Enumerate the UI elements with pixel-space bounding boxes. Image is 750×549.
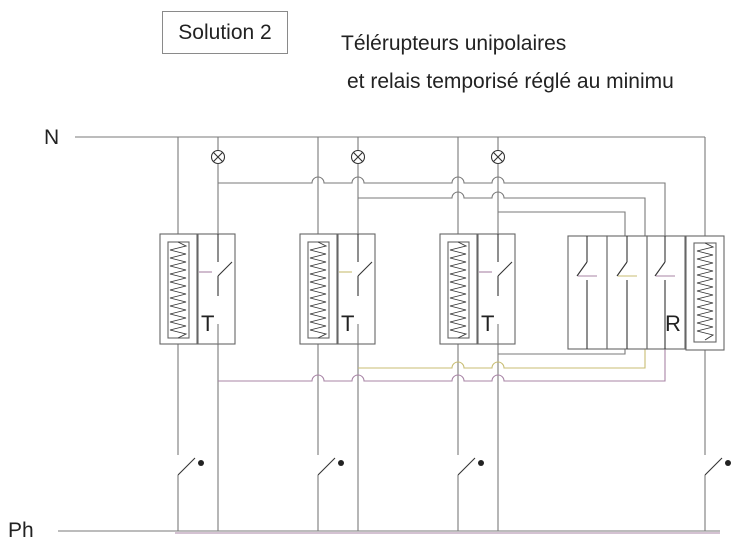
neutral-label: N xyxy=(44,126,59,149)
relay-contact xyxy=(197,233,236,345)
relay-label: T xyxy=(201,311,214,336)
relay-label: R xyxy=(665,311,681,336)
relay-coil xyxy=(439,233,478,345)
lamp-branches xyxy=(217,137,499,234)
pushbutton-icon xyxy=(704,457,731,476)
relay-contact xyxy=(337,233,376,345)
lower-wires xyxy=(218,349,666,382)
relay-contact xyxy=(477,233,516,345)
pushbutton-icon xyxy=(317,457,344,476)
diagram-subtitle: et relais temporisé réglé au minimu xyxy=(347,70,674,93)
contact-returns xyxy=(217,344,499,531)
solution-label: Solution 2 xyxy=(162,11,288,54)
pushbutton-icon xyxy=(177,457,204,476)
timer-relay-contacts xyxy=(567,235,686,350)
phase-label: Ph xyxy=(8,519,34,542)
lamp-icon xyxy=(490,149,506,165)
upper-wires xyxy=(218,176,666,236)
pushbutton-icon xyxy=(457,457,484,476)
relay-label: T xyxy=(481,311,494,336)
relay-coil xyxy=(685,235,725,351)
relay-coil xyxy=(159,233,198,345)
diagram-title: Télérupteurs unipolaires xyxy=(341,32,567,55)
relay-label: T xyxy=(341,311,354,336)
relay-coil xyxy=(299,233,338,345)
lamp-icon xyxy=(350,149,366,165)
coil-branches xyxy=(177,137,706,531)
lamp-icon xyxy=(210,149,226,165)
